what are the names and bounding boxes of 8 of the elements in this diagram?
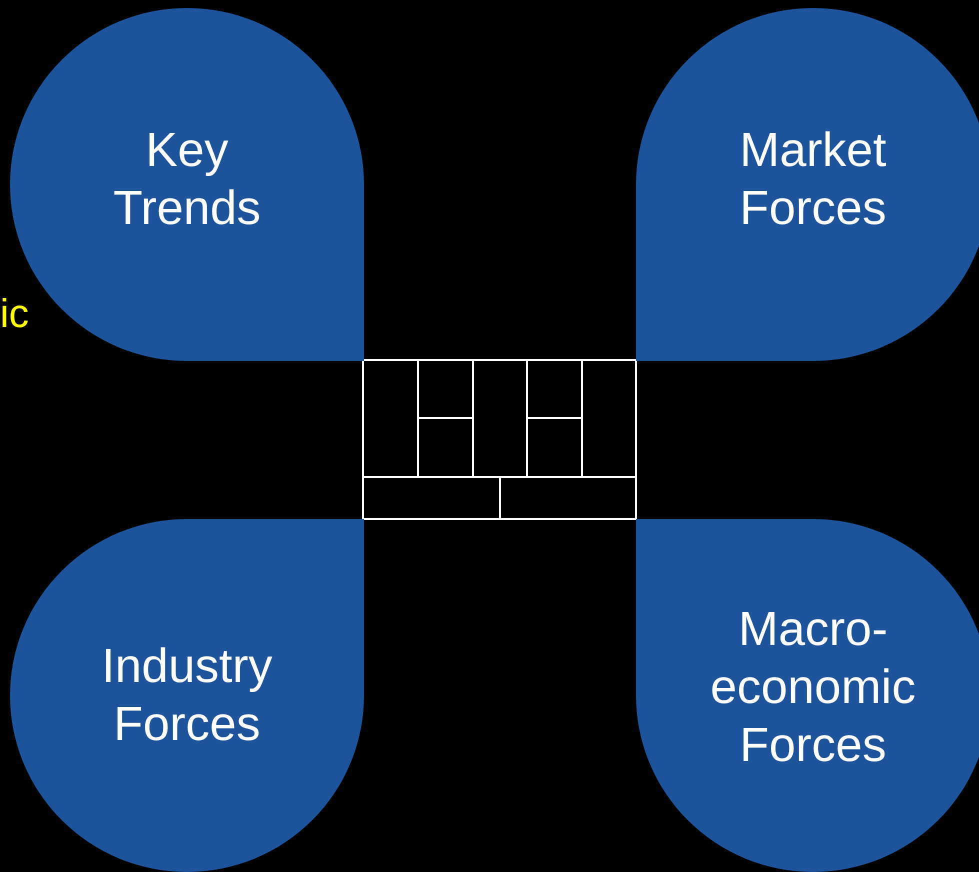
partial-text: ic — [0, 292, 29, 336]
teardrop-shape — [10, 519, 364, 872]
teardrop-shape — [636, 519, 979, 872]
shape-label: Key Trends — [112, 122, 262, 236]
shape-label: Industry Forces — [100, 638, 274, 752]
shape-label: Market Forces — [738, 122, 888, 236]
shape-label: Macro- economic Forces — [709, 602, 917, 774]
teardrop-shape — [636, 8, 979, 361]
